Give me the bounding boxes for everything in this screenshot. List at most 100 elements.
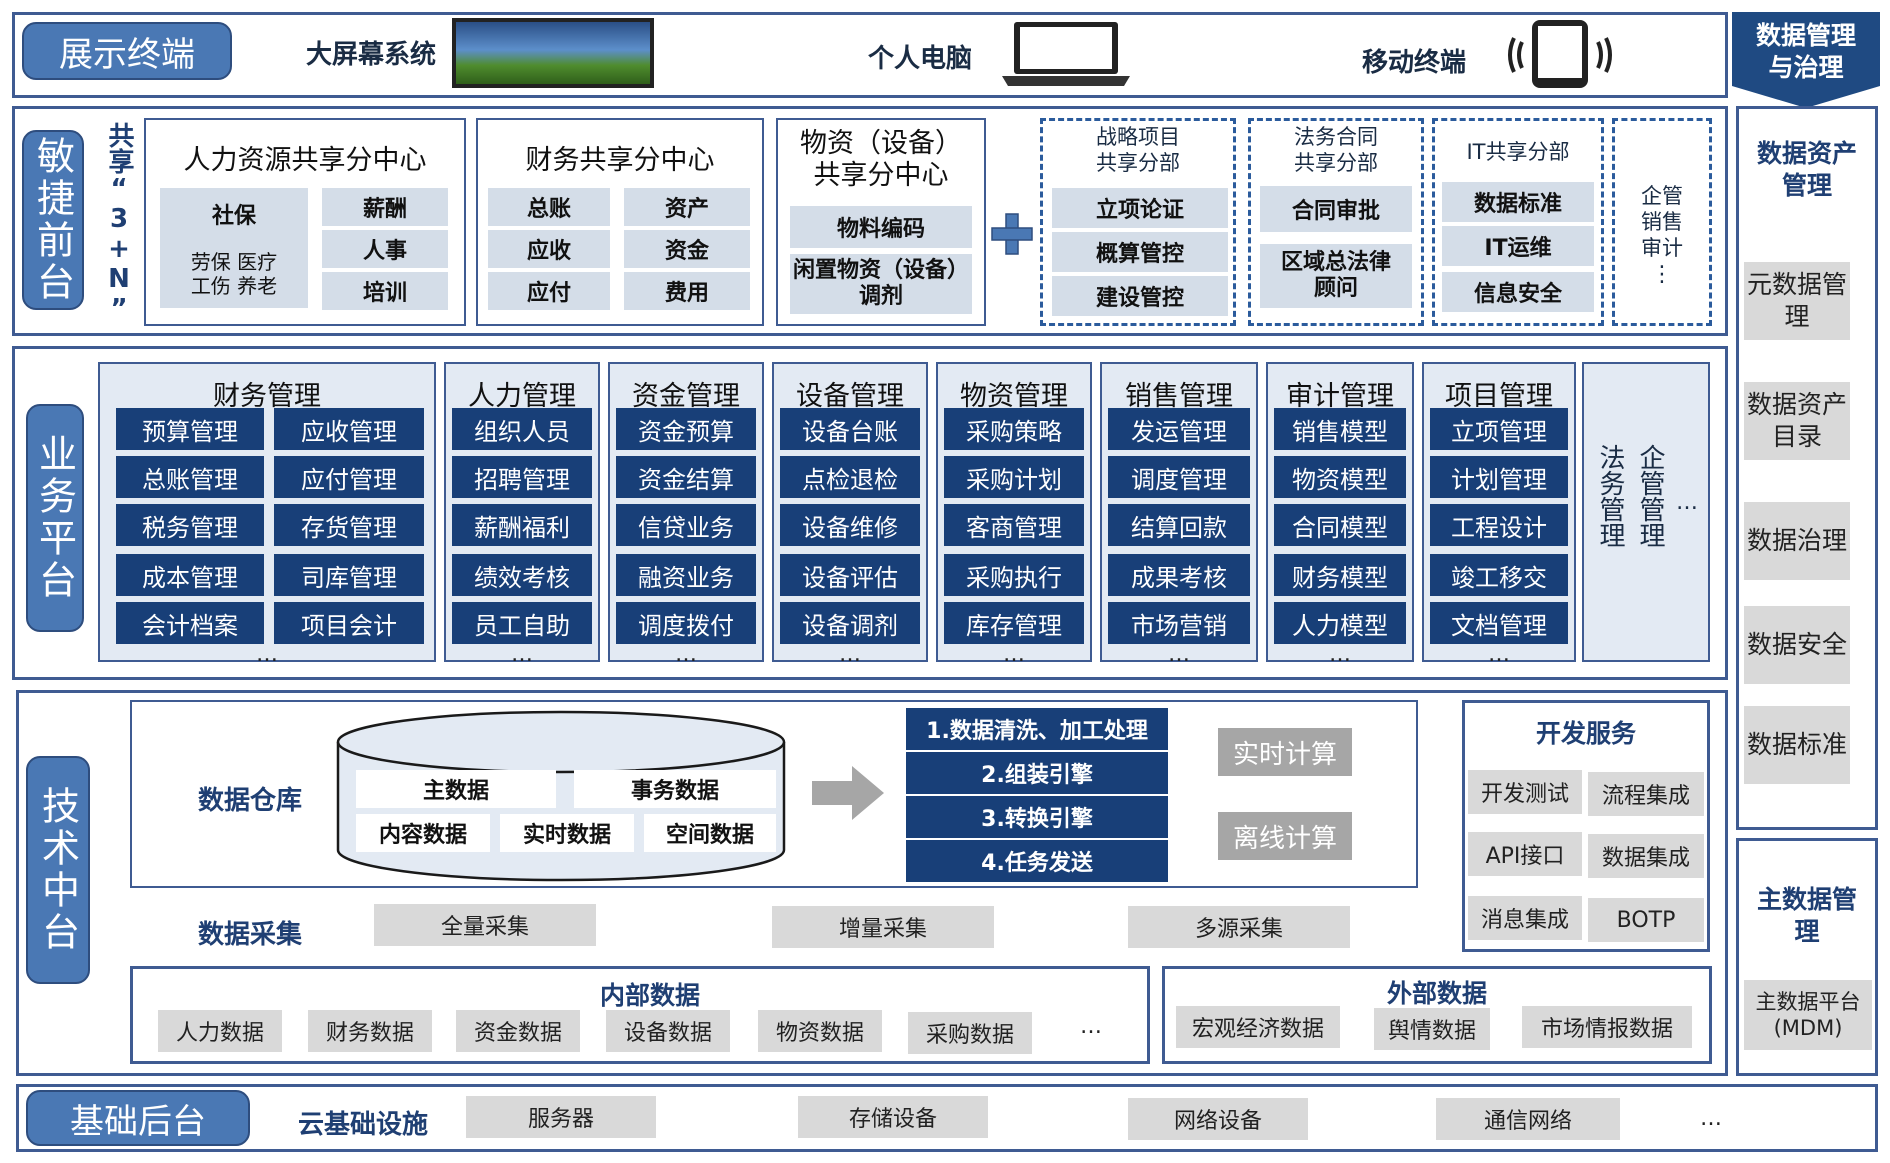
business-module-item: 销售模型	[1274, 408, 1406, 450]
internal-item-material: 物资数据	[758, 1010, 882, 1052]
internal-item-fund: 资金数据	[456, 1010, 580, 1052]
business-module-item: 客商管理	[944, 504, 1084, 546]
asset-item-security: 数据安全	[1744, 606, 1850, 684]
finance-col2-item: 司库管理	[274, 554, 424, 596]
business-module-item: 成果考核	[1108, 554, 1250, 596]
business-module-item: 组织人员	[452, 408, 592, 450]
strategy-item-construction: 建设管控	[1052, 276, 1228, 316]
hr-center-title: 人力资源共享分中心	[183, 145, 427, 176]
hr-item-salary: 薪酬	[322, 188, 448, 226]
fin-item-ledger: 总账	[488, 188, 610, 226]
dev-item-botp: BOTP	[1588, 898, 1704, 942]
collect-incremental: 增量采集	[772, 906, 994, 948]
business-module-item: 物资模型	[1274, 456, 1406, 498]
finance-col1-item: 会计档案	[116, 602, 264, 644]
cyl-master-data: 主数据	[356, 770, 556, 808]
external-item-macro: 宏观经济数据	[1176, 1006, 1340, 1048]
business-module-item: 发运管理	[1108, 408, 1250, 450]
business-module-item: 设备维修	[780, 504, 920, 546]
extra-mgmt-group	[1582, 362, 1710, 662]
business-module-title: 资金管理	[632, 381, 740, 412]
external-data-title: 外部数据	[1386, 979, 1487, 1008]
display-terminal-tag: 展示终端	[22, 22, 232, 80]
hr-item-personnel: 人事	[322, 230, 448, 268]
other-line-audit: 审计	[1641, 236, 1683, 260]
other-shared-dept	[1612, 118, 1712, 326]
business-module-item: 调度管理	[1108, 456, 1250, 498]
business-module-more: …	[675, 642, 697, 667]
business-module-item: 竣工移交	[1430, 554, 1568, 596]
offline-compute: 离线计算	[1218, 812, 1352, 860]
business-module-item: 工程设计	[1430, 504, 1568, 546]
cyl-transaction-data: 事务数据	[574, 770, 776, 808]
finance-col2-item: 应付管理	[274, 456, 424, 498]
business-module-item: 设备台账	[780, 408, 920, 450]
business-module-title: 物资管理	[960, 381, 1068, 412]
fin-item-receivable: 应收	[488, 230, 610, 268]
tablet-icon	[1500, 18, 1620, 92]
legal-mgmt-label: 法务管理	[1595, 444, 1625, 548]
business-module-item: 结算回款	[1108, 504, 1250, 546]
business-module-item: 融资业务	[616, 554, 756, 596]
dev-item-data-integration: 数据集成	[1588, 834, 1704, 878]
laptop-icon	[996, 18, 1136, 88]
step-cleaning: 1.数据清洗、加工处理	[906, 708, 1168, 750]
tech-middle-tag: 技术中台	[26, 756, 90, 984]
business-module-item: 绩效考核	[452, 554, 592, 596]
business-module-item: 薪酬福利	[452, 504, 592, 546]
business-module-item: 采购策略	[944, 408, 1084, 450]
business-module-more: …	[511, 642, 533, 667]
business-module-title: 设备管理	[796, 381, 904, 412]
governance-title: 数据管理与治理	[1755, 21, 1856, 82]
collect-full: 全量采集	[374, 904, 596, 946]
fin-item-payable: 应付	[488, 272, 610, 310]
business-module-title: 人力管理	[468, 381, 576, 412]
business-module-item: 采购计划	[944, 456, 1084, 498]
business-module-title: 项目管理	[1445, 381, 1553, 412]
business-module-item: 文档管理	[1430, 602, 1568, 644]
mobile-label: 移动终端	[1362, 48, 1467, 78]
it-item-standard: 数据标准	[1442, 182, 1594, 222]
legal-item-counsel: 区域总法律 顾问	[1260, 244, 1412, 308]
finance-more: …	[256, 642, 278, 667]
hr-social: 社保	[211, 204, 256, 229]
base-backend-tag: 基础后台	[26, 1090, 250, 1146]
internal-item-equipment: 设备数据	[606, 1010, 730, 1052]
mdm-title: 主数据管理	[1756, 885, 1857, 946]
extra-more: …	[1676, 490, 1698, 515]
warehouse-label: 数据仓库	[198, 786, 303, 816]
mat-item-coding: 物料编码	[790, 206, 972, 248]
business-module-more: …	[1488, 642, 1510, 667]
mat-item-idle: 闲置物资（设备） 调剂	[790, 254, 972, 314]
business-module-item: 市场营销	[1108, 602, 1250, 644]
shared-3n-label: 共享“3+N”	[104, 122, 134, 324]
finance-col2-item: 项目会计	[274, 602, 424, 644]
fin-item-asset: 资产	[624, 188, 750, 226]
it-item-security: 信息安全	[1442, 272, 1594, 312]
mdm-platform: 主数据平台(MDM)	[1744, 980, 1872, 1050]
step-dispatch: 4.任务发送	[906, 840, 1168, 882]
strategy-item-budget: 概算管控	[1052, 232, 1228, 272]
strategy-dept-title: 战略项目 共享分部	[1096, 125, 1180, 175]
fin-item-expense: 费用	[624, 272, 750, 310]
business-module-more: …	[839, 642, 861, 667]
business-module-item: 资金结算	[616, 456, 756, 498]
external-item-sentiment: 舆情数据	[1374, 1008, 1490, 1050]
asset-item-standard: 数据标准	[1744, 706, 1850, 784]
step-transform: 3.转换引擎	[906, 796, 1168, 838]
hr-social-sub: 劳保 医疗 工伤 养老	[190, 250, 278, 298]
dev-item-test: 开发测试	[1468, 770, 1582, 814]
asset-item-governance: 数据治理	[1744, 502, 1850, 580]
finance-col1-item: 成本管理	[116, 554, 264, 596]
business-module-item: 人力模型	[1274, 602, 1406, 644]
infra-communication: 通信网络	[1436, 1098, 1620, 1140]
display-terminal-row	[12, 12, 1728, 98]
infra-network: 网络设备	[1128, 1098, 1308, 1140]
plus-icon	[990, 212, 1034, 256]
business-module-more: …	[1003, 642, 1025, 667]
internal-item-finance: 财务数据	[308, 1010, 432, 1052]
business-module-item: 财务模型	[1274, 554, 1406, 596]
collect-label: 数据采集	[198, 920, 303, 950]
it-dept-title: IT共享分部	[1466, 140, 1570, 164]
dev-item-flow: 流程集成	[1588, 772, 1704, 816]
